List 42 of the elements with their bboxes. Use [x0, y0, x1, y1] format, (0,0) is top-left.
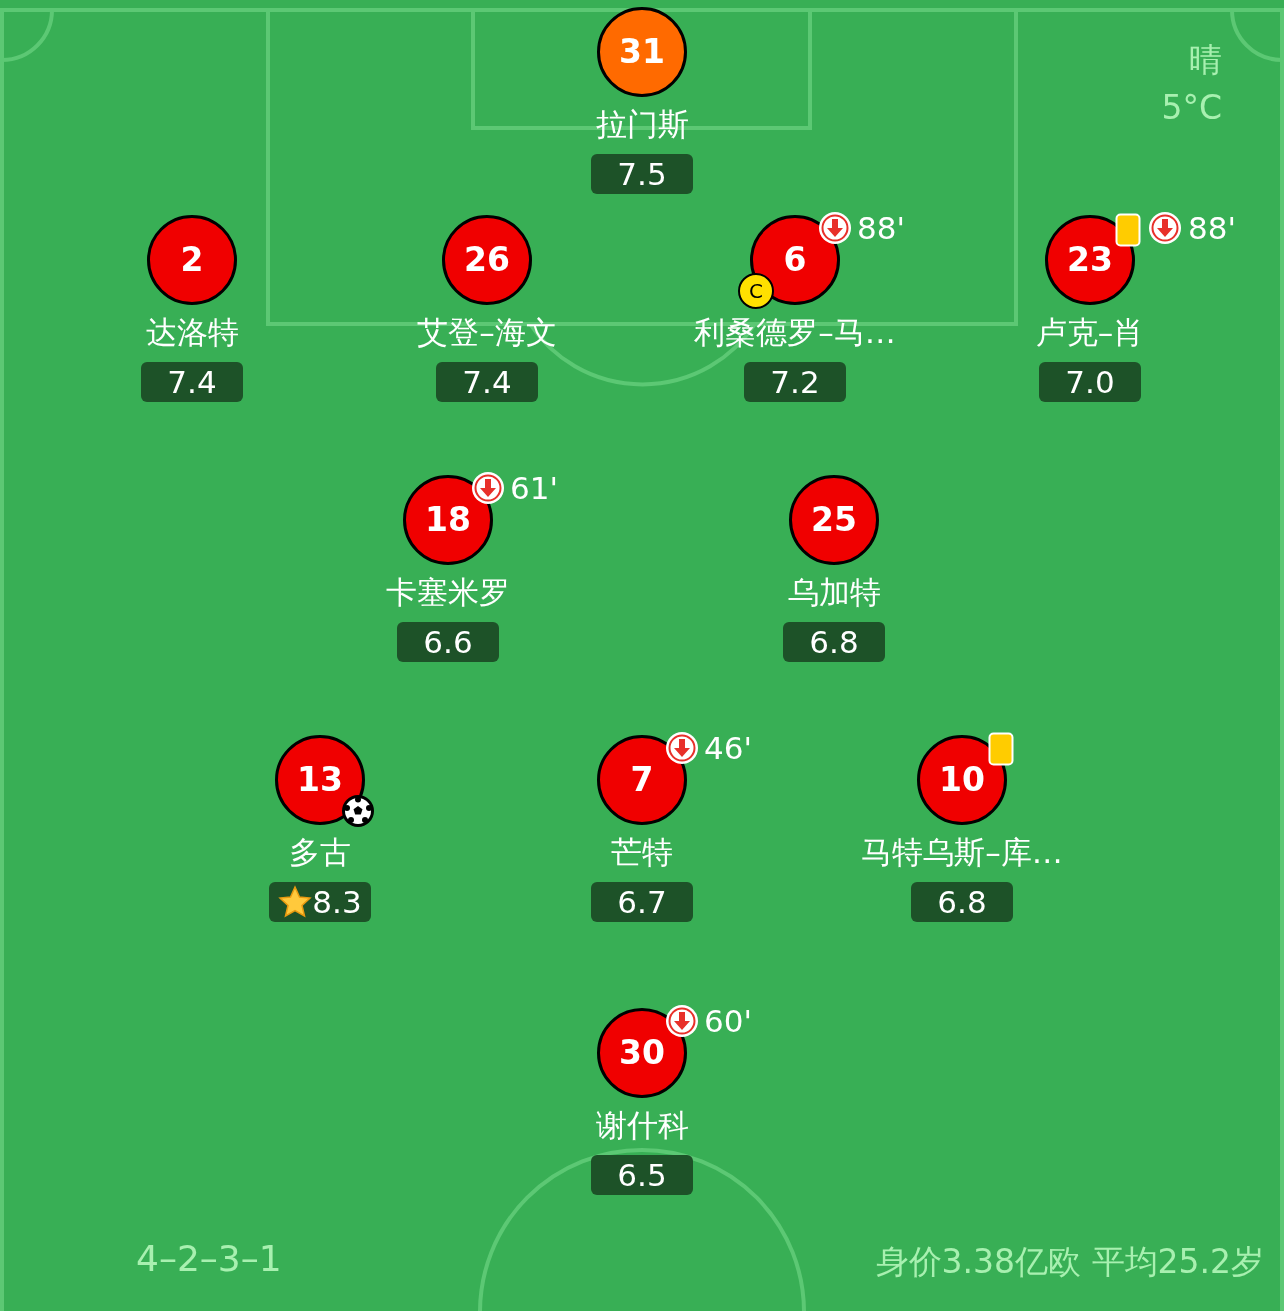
player-name: 卡塞米罗 [385, 573, 511, 612]
player-number-badge: 10 [917, 735, 1007, 825]
temperature-text: 5°C [1161, 88, 1222, 127]
player-name: 芒特 [610, 833, 674, 872]
player-number-badge: 18 [403, 475, 493, 565]
substitution-minute: 46' [704, 730, 752, 766]
player-name: 达洛特 [144, 313, 240, 352]
player-name: 多古 [288, 833, 352, 872]
substitution-minute: 61' [510, 470, 558, 506]
player-number-badge: 26 [442, 215, 532, 305]
formation-text: 4–2–3–1 [136, 1238, 282, 1279]
rating-value: 7.0 [1065, 363, 1115, 402]
player-number-badge: 13 [275, 735, 365, 825]
rating-value: 6.8 [937, 883, 987, 922]
rating-value: 7.2 [770, 363, 820, 402]
squad-value-text: 身价3.38亿欧 平均25.2岁 [875, 1241, 1264, 1283]
player-name: 乌加特 [786, 573, 882, 612]
player-number-badge: 7 [597, 735, 687, 825]
player-name: 利桑德罗–马… [693, 313, 897, 352]
player-number-badge: 31 [597, 7, 687, 97]
rating-value: 7.5 [617, 155, 667, 194]
player-number-badge: 23 [1045, 215, 1135, 305]
player-name: 谢什科 [594, 1106, 690, 1145]
rating-value: 6.8 [809, 623, 859, 662]
rating-value: 7.4 [462, 363, 512, 402]
player-name: 艾登–海文 [416, 313, 558, 352]
player-name: 拉门斯 [594, 105, 690, 144]
player-number-badge: 25 [789, 475, 879, 565]
player-name: 马特乌斯–库… [860, 833, 1064, 872]
player-number-badge: 30 [597, 1008, 687, 1098]
captain-badge: C [738, 273, 774, 309]
player-number-badge: 2 [147, 215, 237, 305]
rating-value: 6.7 [617, 883, 667, 922]
weather-text: 晴 [1189, 39, 1222, 81]
substitution-minute: 88' [857, 210, 905, 246]
substitution-minute: 60' [704, 1003, 752, 1039]
rating-value: 8.3 [312, 883, 362, 922]
rating-value: 7.4 [167, 363, 217, 402]
rating-value: 6.6 [423, 623, 473, 662]
substitution-minute: 88' [1188, 210, 1236, 246]
player-name: 卢克–肖 [1034, 313, 1146, 352]
rating-value: 6.5 [617, 1156, 667, 1195]
